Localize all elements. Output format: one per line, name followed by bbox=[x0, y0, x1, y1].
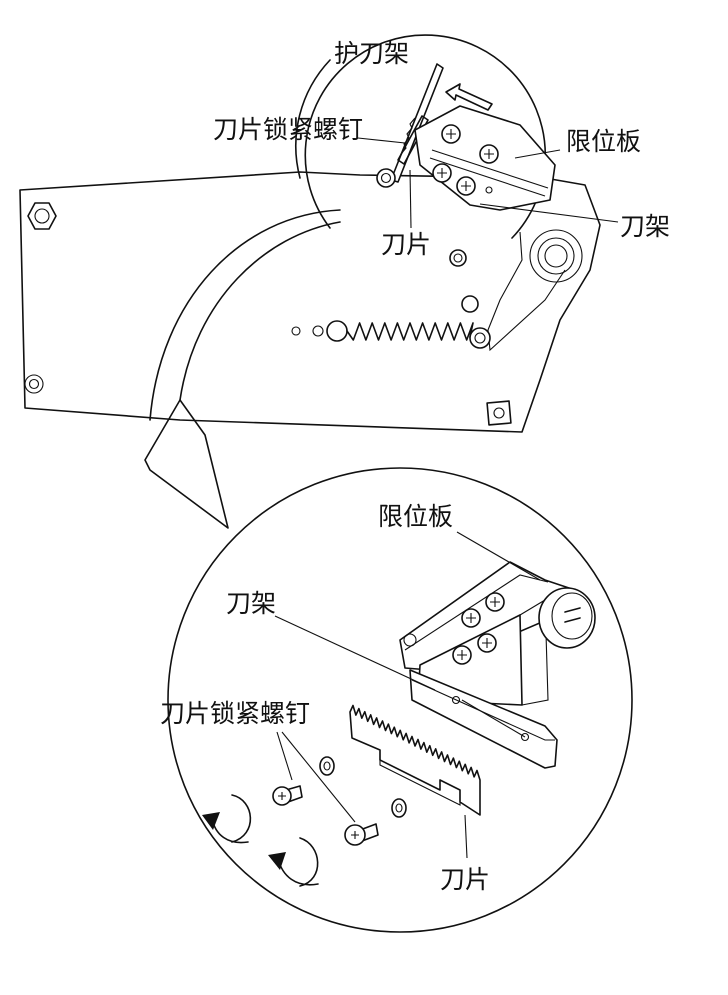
label-stopper-top: 限位板 bbox=[566, 127, 641, 156]
rotate-arrow-icon bbox=[202, 794, 319, 887]
adjust-knob bbox=[538, 587, 596, 649]
mount-hole bbox=[24, 374, 44, 394]
holder-bar bbox=[409, 669, 558, 769]
guard-holder bbox=[376, 63, 444, 188]
base-plate bbox=[19, 171, 601, 433]
phillips-screw-icon bbox=[452, 592, 505, 665]
label-blade-top: 刀片 bbox=[381, 230, 431, 259]
square-hole bbox=[486, 400, 512, 426]
phillips-screw-icon bbox=[432, 124, 499, 196]
pivot-boss bbox=[529, 229, 583, 283]
blade bbox=[349, 704, 481, 816]
label-blade-bottom: 刀片 bbox=[440, 865, 490, 894]
detail-circle-bottom bbox=[167, 467, 633, 933]
label-holder-bottom: 刀架 bbox=[226, 589, 276, 618]
detail-circle-top bbox=[295, 34, 619, 239]
stopper-bracket bbox=[399, 561, 596, 706]
direction-arrow-icon bbox=[445, 83, 493, 111]
hex-nut-icon bbox=[27, 202, 57, 230]
label-stopper-bottom: 限位板 bbox=[378, 502, 453, 531]
label-holder-top: 刀架 bbox=[620, 212, 670, 241]
spring-icon bbox=[326, 320, 491, 349]
label-blade-screw-top: 刀片锁紧螺钉 bbox=[213, 115, 363, 144]
callout-arrow bbox=[144, 209, 341, 529]
label-blade-screw-bottom: 刀片锁紧螺钉 bbox=[160, 699, 310, 728]
label-guard-holder: 护刀架 bbox=[334, 39, 409, 68]
phillips-screw-icon bbox=[272, 756, 407, 846]
